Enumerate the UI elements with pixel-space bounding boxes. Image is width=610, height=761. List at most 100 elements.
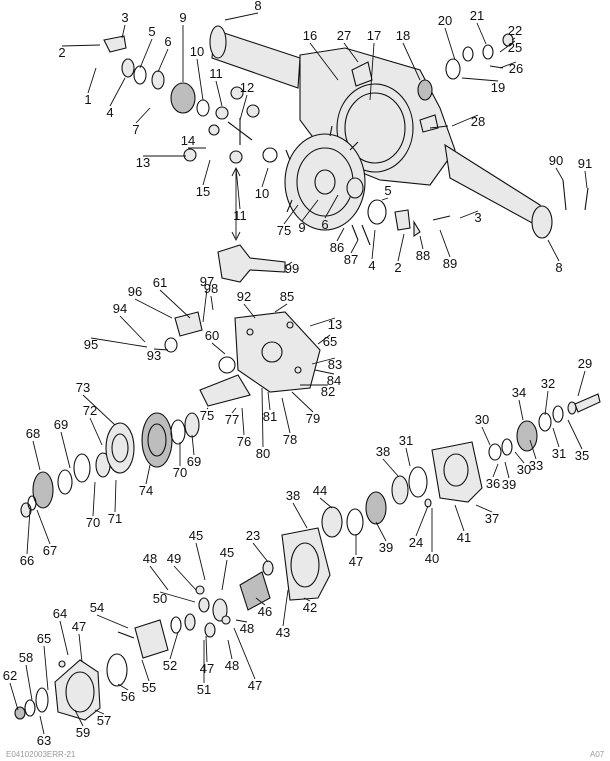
callout-36: 36 — [486, 476, 500, 491]
leader-line-45 — [195, 542, 206, 581]
leader-line-48 — [235, 619, 248, 623]
callout-30: 30 — [517, 462, 531, 477]
callout-19: 19 — [491, 80, 505, 95]
leader-line-54 — [96, 614, 129, 629]
leader-line-58 — [25, 664, 33, 701]
leader-line-39 — [375, 521, 387, 542]
callout-49: 49 — [167, 551, 181, 566]
leader-line-10 — [196, 58, 204, 101]
leader-line-2 — [397, 233, 405, 262]
leader-line-98 — [210, 295, 214, 311]
upper-left-parts — [103, 35, 278, 164]
callout-71: 71 — [108, 511, 122, 526]
leader-line-31 — [552, 427, 560, 448]
callout-24: 24 — [409, 535, 423, 550]
leader-line-7 — [135, 107, 151, 124]
callout-28: 28 — [471, 114, 485, 129]
callout-14: 14 — [181, 133, 195, 148]
callout-89: 89 — [443, 256, 457, 271]
callout-27: 27 — [337, 28, 351, 43]
leader-line-24 — [415, 505, 429, 537]
callout-3: 3 — [121, 10, 128, 25]
leader-line-37 — [475, 504, 493, 513]
callout-90: 90 — [549, 153, 563, 168]
callout-48: 48 — [143, 551, 157, 566]
callout-1: 1 — [84, 92, 91, 107]
callout-2: 2 — [58, 45, 65, 60]
callout-20: 20 — [438, 13, 452, 28]
upper-right-parts — [346, 33, 589, 246]
callout-9: 9 — [298, 220, 305, 235]
leader-line-69 — [60, 431, 71, 469]
callout-17: 17 — [367, 28, 381, 43]
leader-line-38 — [292, 502, 308, 529]
callout-76: 76 — [237, 434, 251, 449]
leader-line-52 — [169, 631, 179, 660]
callout-44: 44 — [313, 483, 327, 498]
leader-line-25 — [499, 40, 516, 53]
callout-65: 65 — [323, 334, 337, 349]
axle-housing — [209, 25, 553, 239]
leader-line-23 — [252, 542, 269, 563]
leader-line-68 — [32, 440, 41, 471]
callout-31: 31 — [552, 446, 566, 461]
leader-line-39 — [504, 461, 510, 479]
callout-54: 54 — [90, 600, 104, 615]
callout-75: 75 — [277, 223, 291, 238]
leader-line-42 — [303, 597, 311, 602]
leader-line-66 — [26, 509, 31, 555]
callout-33: 33 — [529, 458, 543, 473]
leader-line-92 — [243, 303, 256, 319]
leader-line-88 — [419, 235, 424, 250]
callout-46: 46 — [258, 604, 272, 619]
callout-51: 51 — [197, 682, 211, 697]
leader-line-34 — [518, 399, 524, 421]
leader-line-69 — [191, 434, 195, 456]
callout-73: 73 — [76, 380, 90, 395]
callout-69: 69 — [187, 454, 201, 469]
callout-70: 70 — [173, 465, 187, 480]
callout-39: 39 — [502, 477, 516, 492]
callout-66: 66 — [20, 553, 34, 568]
callout-10: 10 — [255, 186, 269, 201]
leader-line-12 — [239, 94, 248, 121]
callout-3: 3 — [474, 210, 481, 225]
callout-4: 4 — [368, 258, 375, 273]
leader-line-91 — [584, 170, 588, 189]
callout-72: 72 — [83, 403, 97, 418]
callout-79: 79 — [306, 411, 320, 426]
leader-line-93 — [153, 348, 169, 351]
callout-8: 8 — [254, 0, 261, 13]
leader-line-79 — [291, 391, 314, 413]
leader-line-3 — [121, 24, 126, 39]
leader-line-99 — [285, 261, 293, 267]
callout-11: 11 — [233, 208, 247, 223]
leader-line-38 — [382, 458, 399, 477]
callout-48: 48 — [225, 658, 239, 673]
leader-line-59 — [74, 709, 84, 727]
ring-gear — [284, 125, 366, 231]
callout-82: 82 — [321, 384, 335, 399]
leader-line-90 — [555, 167, 564, 181]
callout-59: 59 — [76, 725, 90, 740]
leader-line-28 — [451, 114, 479, 127]
leader-line-46 — [255, 597, 266, 606]
leader-line-80 — [261, 387, 264, 448]
leader-line-70 — [92, 481, 96, 517]
callout-25: 25 — [508, 40, 522, 55]
pinion-99 — [217, 166, 286, 283]
callout-98: 98 — [204, 281, 218, 296]
callout-80: 80 — [256, 446, 270, 461]
leader-line-18 — [402, 42, 421, 81]
leader-line-1 — [87, 67, 97, 94]
leader-line-94 — [119, 315, 146, 343]
leader-line-32 — [544, 390, 549, 416]
callout-22: 22 — [508, 23, 522, 38]
callout-6: 6 — [164, 34, 171, 49]
callout-38: 38 — [376, 444, 390, 459]
leader-line-84 — [314, 369, 335, 375]
callout-35: 35 — [575, 448, 589, 463]
callout-52: 52 — [163, 658, 177, 673]
